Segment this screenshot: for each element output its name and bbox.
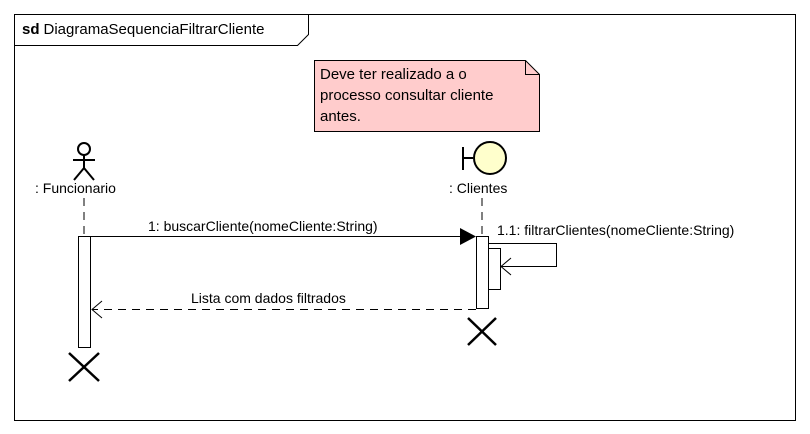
message-1-1-arrowhead bbox=[500, 257, 512, 276]
activation-clientes bbox=[476, 236, 489, 309]
activation-funcionario bbox=[78, 236, 91, 348]
lifeline-label-clientes: : Clientes bbox=[449, 180, 508, 196]
boundary-icon bbox=[462, 141, 507, 175]
frame-tab bbox=[14, 14, 309, 46]
note-text: Deve ter realizado a o processo consulta… bbox=[320, 64, 520, 127]
message-1-label: 1: buscarCliente(nomeCliente:String) bbox=[148, 218, 378, 234]
lifeline-label-funcionario: : Funcionario bbox=[35, 180, 116, 196]
message-1-1-line bbox=[489, 243, 557, 267]
note-line: processo consultar cliente bbox=[320, 87, 494, 104]
destroy-mark-funcionario bbox=[68, 352, 100, 382]
frame-name: DiagramaSequenciaFiltrarCliente bbox=[43, 21, 265, 38]
note-line: antes. bbox=[320, 108, 361, 125]
note-fold bbox=[525, 60, 540, 75]
destroy-mark-clientes bbox=[467, 317, 497, 346]
note-line: Deve ter realizado a o bbox=[320, 66, 467, 83]
actor-icon bbox=[73, 142, 95, 181]
frame-keyword: sd bbox=[22, 21, 40, 38]
return-message-label: Lista com dados filtrados bbox=[191, 290, 346, 306]
message-1-1-label: 1.1: filtrarClientes(nomeCliente:String) bbox=[497, 222, 735, 238]
message-1-arrowhead bbox=[460, 228, 476, 245]
note-shape bbox=[314, 60, 540, 132]
activation-clientes-self bbox=[488, 248, 501, 290]
return-message-arrowhead bbox=[91, 300, 103, 319]
